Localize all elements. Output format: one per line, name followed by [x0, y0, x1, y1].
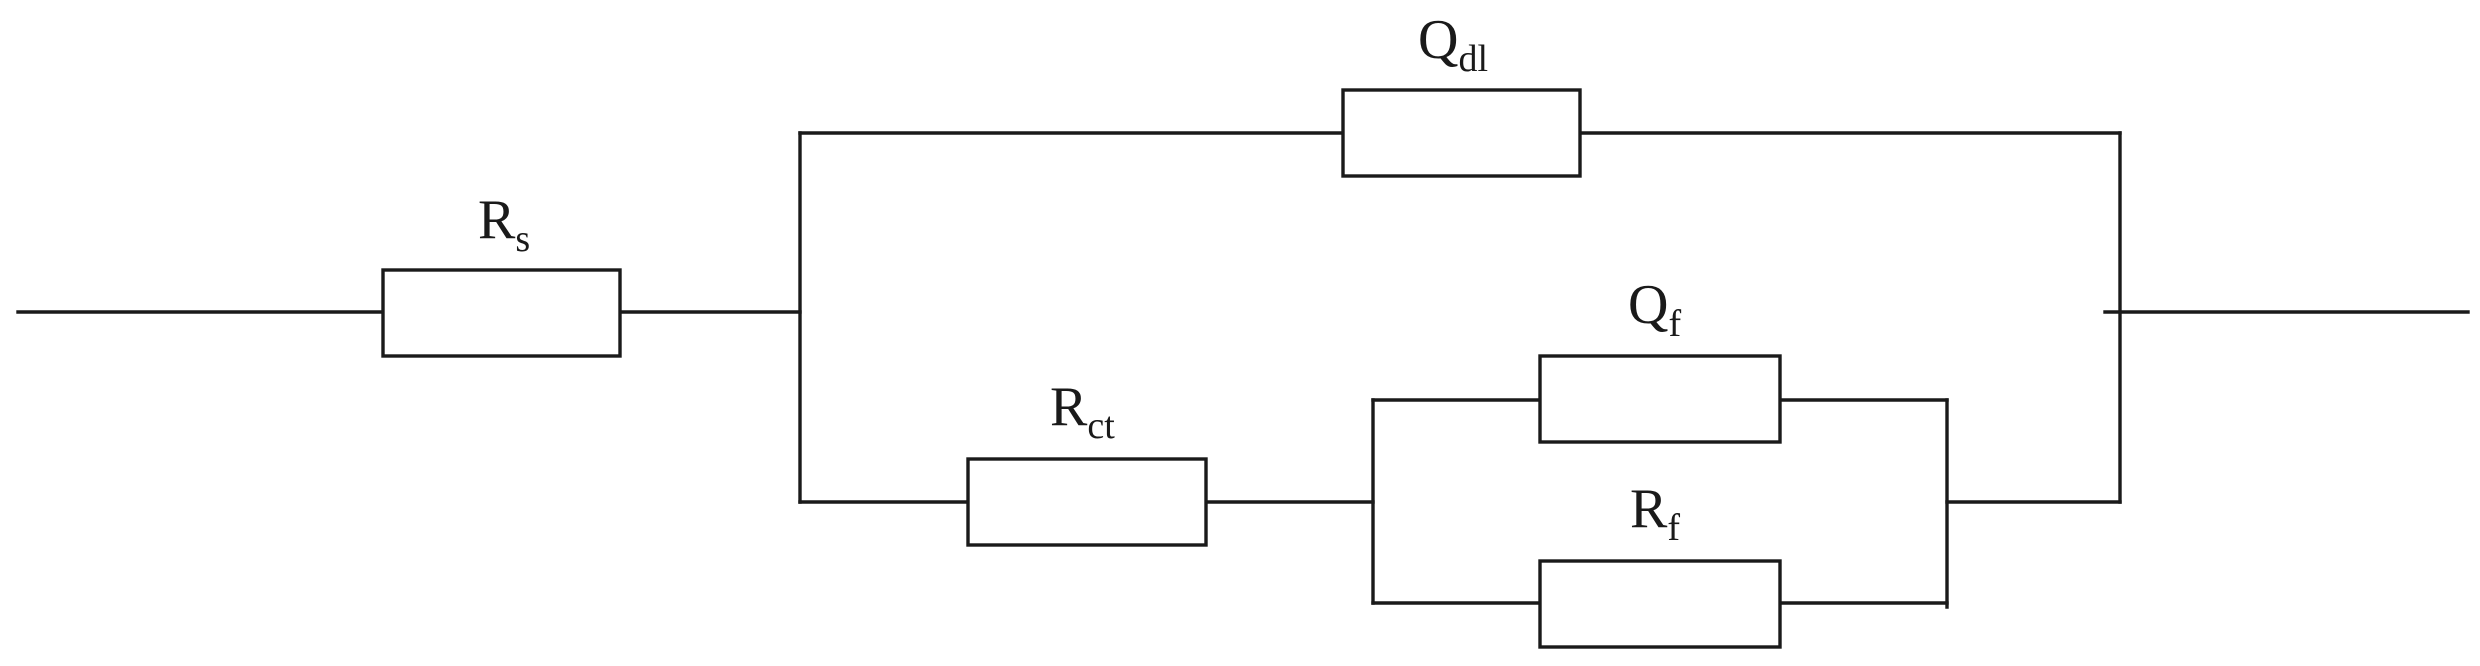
label-rs: Rs — [478, 189, 530, 260]
label-rct-subscript: ct — [1087, 405, 1115, 447]
label-rct-symbol: R — [1050, 376, 1088, 438]
resistor-rs — [381, 268, 622, 358]
wires — [16, 131, 2470, 609]
label-qf-subscript: f — [1668, 303, 1681, 345]
label-qdl-symbol: Q — [1418, 9, 1458, 71]
cpe-qf — [1538, 354, 1782, 444]
label-rf: Rf — [1630, 478, 1680, 549]
label-qdl: Qdl — [1418, 9, 1488, 80]
label-rct: Rct — [1050, 376, 1115, 447]
label-rf-symbol: R — [1630, 478, 1668, 540]
label-rf-subscript: f — [1667, 507, 1680, 549]
resistor-rct — [966, 457, 1208, 547]
label-qf-symbol: Q — [1628, 274, 1668, 336]
resistor-rf — [1538, 559, 1782, 649]
label-rs-symbol: R — [478, 189, 516, 251]
label-rs-subscript: s — [515, 218, 530, 260]
label-qdl-subscript: dl — [1458, 38, 1488, 80]
label-qf: Qf — [1628, 274, 1681, 345]
cpe-qdl — [1341, 88, 1582, 178]
